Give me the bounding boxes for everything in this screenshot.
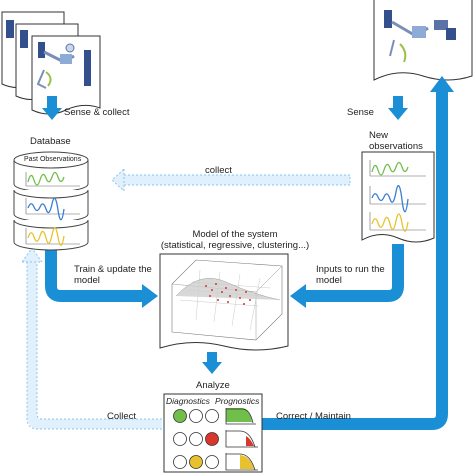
label-sense-collect: Sense & collect xyxy=(64,107,130,118)
label-train-update: Train & update the model xyxy=(74,264,152,286)
machine-drawing-icon xyxy=(6,20,91,89)
label-collect-top: collect xyxy=(205,165,232,176)
model-document xyxy=(159,253,289,351)
label-inputs-to-run: Inputs to run the model xyxy=(316,264,385,286)
new-obs-wave-green xyxy=(369,160,426,177)
db-wave-blue xyxy=(25,197,80,221)
arrow-sense xyxy=(388,96,408,120)
label-collect-bottom: Collect xyxy=(107,411,137,422)
label-correct-maintain: Correct / Maintain xyxy=(276,411,351,422)
status-lights-row-green xyxy=(173,409,219,423)
prognostic-curve-green xyxy=(225,408,256,425)
arrow-sense-collect xyxy=(42,96,62,120)
label-sense: Sense xyxy=(347,107,374,118)
label-model-subtitle: (statistical, regressive, clustering...) xyxy=(160,240,310,251)
database-cylinder xyxy=(13,151,89,251)
arrow-analyze xyxy=(202,352,222,374)
db-wave-yellow xyxy=(25,227,80,246)
machine-documents-stack xyxy=(1,11,101,115)
label-new-observations: New observations xyxy=(369,130,423,152)
prognostic-curve-yellow xyxy=(225,453,258,471)
new-obs-wave-yellow xyxy=(369,212,426,232)
label-past-observations: Past Observations xyxy=(24,156,82,163)
label-model-title: Model of the system xyxy=(192,229,278,240)
3d-surface-plot-icon xyxy=(171,259,283,341)
label-analyze: Analyze xyxy=(196,380,230,391)
arrow-collect-bottom xyxy=(21,247,162,430)
db-wave-green xyxy=(25,171,80,187)
label-database: Database xyxy=(30,136,71,147)
arrow-collect-top xyxy=(111,167,351,193)
prognostic-curve-red xyxy=(225,430,258,448)
arrow-correct-maintain xyxy=(262,76,454,430)
machine-document-right xyxy=(373,0,473,81)
new-obs-wave-blue xyxy=(369,184,426,213)
status-lights-row-red xyxy=(173,432,219,446)
arrow-train-update xyxy=(45,244,158,308)
status-lights-row-yellow xyxy=(173,455,219,469)
label-prognostics: Prognostics xyxy=(215,396,260,406)
arrow-inputs-to-run xyxy=(290,244,404,308)
label-diagnostics: Diagnostics xyxy=(166,396,210,406)
